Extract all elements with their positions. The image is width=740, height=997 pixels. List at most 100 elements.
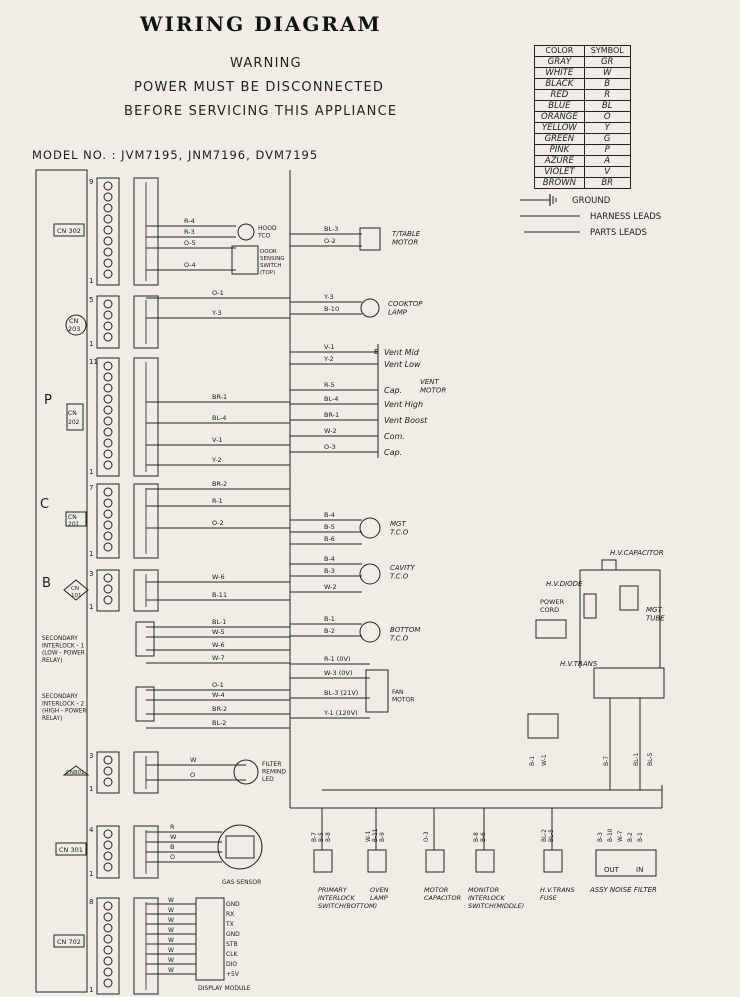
cn302-pin <box>103 214 113 224</box>
fan-wire-label: BL-3 (21V) <box>324 689 358 697</box>
cn201-plug <box>133 483 159 559</box>
bottom-part-label: SWITCH(MIDDLE) <box>468 902 524 910</box>
cn302-pin <box>103 203 113 213</box>
cn801-label: CN801 <box>66 770 84 776</box>
cn301-label: CN 301 <box>59 846 83 854</box>
cn702-wire-label: W <box>168 967 174 974</box>
cn301-pin <box>103 840 113 850</box>
cn702-wire-label: W <box>168 947 174 954</box>
cn101-wire-label: W-6 <box>212 573 225 581</box>
main-control-board <box>35 169 88 993</box>
interlock2-label: (HIGH - POWER <box>42 709 86 715</box>
cn203-plug <box>133 295 159 349</box>
bottom-part-label: INTERLOCK <box>318 894 355 902</box>
bottom-part-label: PRIMARY <box>318 886 348 894</box>
bottom-part-hv_fuse <box>543 849 563 873</box>
cn702-label: CN 702 <box>57 938 81 946</box>
hv-bottom-wire-label: BL-5 <box>647 752 654 766</box>
cn201-pin <box>103 542 113 552</box>
cn801-plug <box>133 751 159 794</box>
cn203-label: 203 <box>68 325 80 333</box>
mgt-tco-label: T.C.O <box>390 529 409 537</box>
legend-harness-leads: HARNESS LEADS <box>590 212 662 222</box>
cn302-pin-bottom: 1 <box>89 277 93 285</box>
bottom-wire-label: B-1 <box>324 615 335 623</box>
cn702-pin <box>103 912 113 922</box>
display-pin-label: +5V <box>226 971 240 978</box>
vent-motor-label: VENT <box>420 378 439 386</box>
cn201-pin-block <box>96 483 120 559</box>
bottom-wire-label: BL-2 <box>542 829 548 842</box>
cn202-pin-bottom: 1 <box>89 468 93 476</box>
turntable-motor-label: MOTOR <box>392 239 418 247</box>
vent-wire-label: O-3 <box>324 443 336 451</box>
cn801-pin <box>103 755 113 765</box>
cn202-pin <box>103 383 113 393</box>
cn101-plug <box>133 569 159 612</box>
display-pin-label: TX <box>225 921 234 928</box>
filter-wire-label: B-3 <box>598 832 604 842</box>
cn302-label-box <box>53 223 85 237</box>
interlock2-wire-label: W-4 <box>212 691 225 699</box>
cn702-pin <box>103 934 113 944</box>
bottom-part-label: CAPACITOR <box>424 894 461 902</box>
cooktop-lamp-label: LAMP <box>388 309 408 317</box>
cn702-pin <box>103 956 113 966</box>
cn203-pin-top: 5 <box>89 296 93 304</box>
color-symbol: R <box>583 89 631 101</box>
cn202-pin <box>103 405 113 415</box>
filter-wire-label: B-1 <box>638 832 644 842</box>
cn702-pin-bottom: 1 <box>89 986 93 994</box>
display-pin-label: DIO <box>226 961 237 968</box>
door-switch-label: DOOR <box>260 249 277 255</box>
cn301-pin <box>103 829 113 839</box>
cn203-wire-label: Y-3 <box>211 309 222 317</box>
display-module-label: DISPLAY MODULE <box>198 985 251 992</box>
model-number: MODEL NO. : JVM7195, JNM7196, DVM7195 <box>32 148 319 162</box>
cn101-wire-label: B-11 <box>212 591 227 599</box>
mgt-wire-label: B-5 <box>324 523 335 531</box>
bottom-tco-label: BOTTOM <box>390 626 420 634</box>
vent-wire-label: V-1 <box>324 343 335 351</box>
cavity-tco <box>359 563 381 585</box>
cn203-pin <box>103 332 113 342</box>
cn101-label: CN <box>71 586 79 592</box>
hv-capacitor <box>601 559 617 571</box>
bottom-part-label: MOTOR <box>424 886 448 894</box>
cn301-wire-label: W <box>170 833 177 841</box>
cn101-pin-block <box>96 569 120 612</box>
cn302-wire-label: O-4 <box>184 261 196 269</box>
cn702-pin <box>103 901 113 911</box>
cn301-pin-top: 4 <box>89 826 94 834</box>
turntable-motor-label: T/TABLE <box>392 230 421 238</box>
bottom-part-label: INTERLOCK <box>468 894 505 902</box>
display-pin-label: RX <box>226 911 234 918</box>
bottom-part-label: OVEN <box>370 886 389 894</box>
cn202-pin <box>103 438 113 448</box>
hv-bottom-wire-label: B-7 <box>603 756 610 766</box>
gas-sensor <box>217 824 263 870</box>
cn202-pin-block <box>96 357 120 477</box>
cn202-pin <box>103 416 113 426</box>
cn201-wire-label: O-2 <box>212 519 224 527</box>
fan-wire-label: W-3 (0V) <box>324 669 352 677</box>
vent-terminal-label: Vent High <box>384 400 423 409</box>
vent-wire-label: R-5 <box>324 381 335 389</box>
interlock1-label: INTERLOCK - 1 <box>42 643 84 649</box>
gas-sensor-body <box>225 835 255 859</box>
filter-wire-label: B-10 <box>608 828 614 842</box>
vent-terminal-label: Cap. <box>384 448 402 457</box>
interlock1-label: SECONDARY <box>42 636 78 642</box>
cooktop-lamp-label: COOKTOP <box>388 300 423 308</box>
interlock2-label: RELAY) <box>42 716 62 722</box>
cn302-label: CN 302 <box>57 227 81 235</box>
cooktop-wire-label: Y-3 <box>323 293 334 301</box>
interlock2-wire-label: BL-2 <box>212 719 226 727</box>
cn101-label: 101 <box>71 593 82 599</box>
color-name: BROWN <box>534 177 585 189</box>
interlock2-label: SECONDARY <box>42 694 78 700</box>
